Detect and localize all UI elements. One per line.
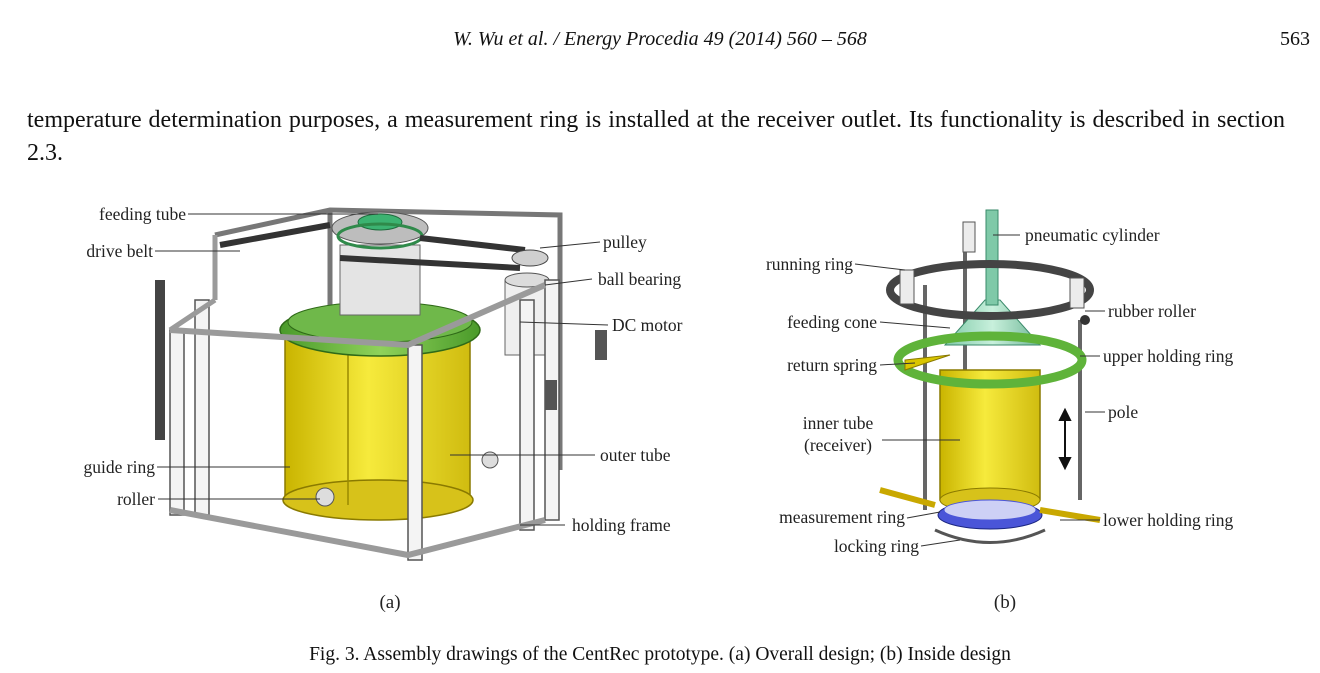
label-running-ring: running ring [766, 254, 853, 274]
panel-b-labels: pneumatic cylinder running ring rubber r… [766, 225, 1234, 556]
panel-a-labels: feeding tube drive belt pulley ball bear… [84, 204, 683, 535]
panel-b-leaders [854, 234, 1105, 547]
page-header: W. Wu et al. / Energy Procedia 49 (2014)… [0, 26, 1320, 56]
panel-b-drawing [879, 209, 1101, 544]
figure-3: feeding tube drive belt pulley ball bear… [84, 204, 1234, 613]
label-pulley: pulley [603, 232, 647, 252]
label-inner-tube: inner tube [803, 413, 874, 433]
label-pole: pole [1108, 402, 1138, 422]
label-dc-motor: DC motor [612, 315, 683, 335]
panel-a-leaders [155, 213, 609, 526]
panel-b-sublabel: (b) [994, 592, 1016, 613]
label-holding-frame: holding frame [572, 515, 671, 535]
label-feeding-cone: feeding cone [787, 312, 877, 332]
label-return-spring: return spring [787, 355, 877, 375]
label-locking-ring: locking ring [834, 536, 919, 556]
page-number: 563 [1280, 28, 1310, 50]
label-ball-bearing: ball bearing [598, 269, 681, 289]
label-pneumatic-cylinder: pneumatic cylinder [1025, 225, 1160, 245]
label-rubber-roller: rubber roller [1108, 301, 1196, 321]
label-feeding-tube: feeding tube [99, 204, 186, 224]
panel-a-sublabel: (a) [379, 592, 400, 613]
label-outer-tube: outer tube [600, 445, 671, 465]
figure-caption: Fig. 3. Assembly drawings of the CentRec… [309, 644, 1011, 665]
label-upper-holding-ring: upper holding ring [1103, 346, 1234, 366]
label-roller: roller [117, 489, 155, 509]
running-head: W. Wu et al. / Energy Procedia 49 (2014)… [453, 28, 867, 50]
body-paragraph: temperature determination purposes, a me… [27, 107, 1285, 166]
label-receiver: (receiver) [804, 435, 872, 455]
panel-a-drawing [155, 207, 607, 561]
label-guide-ring: guide ring [84, 457, 156, 477]
label-drive-belt: drive belt [86, 241, 153, 261]
label-measurement-ring: measurement ring [779, 507, 905, 527]
label-lower-holding-ring: lower holding ring [1103, 510, 1234, 530]
